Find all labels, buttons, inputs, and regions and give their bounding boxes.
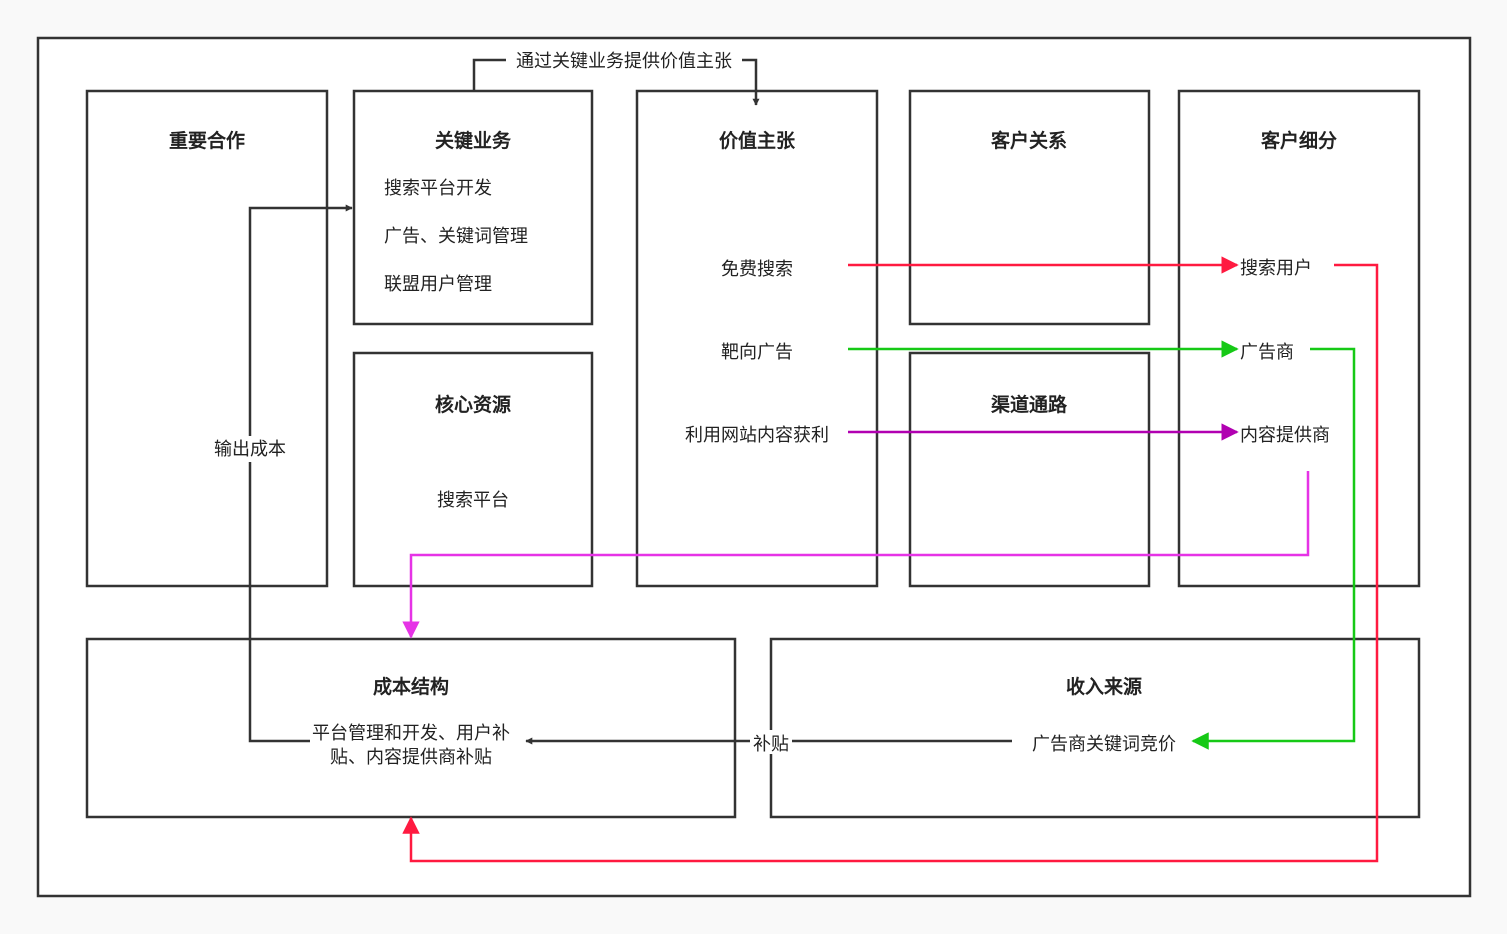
channels-title: 渠道通路 <box>991 393 1068 416</box>
value-propositions-title: 价值主张 <box>719 129 796 152</box>
block-customer-relationships: 客户关系 <box>908 89 1151 326</box>
revenue-streams-title: 收入来源 <box>1066 675 1142 698</box>
cost-item-line: 贴、内容提供商补贴 <box>330 747 492 768</box>
connector-content-providers-cost <box>402 471 1310 639</box>
output-cost-label-bg <box>208 436 292 462</box>
segment-item: 广告商 <box>1240 342 1294 363</box>
revenue-item: 广告商关键词竞价 <box>1032 734 1176 755</box>
block-value-propositions: 价值主张 免费搜索 靶向广告 利用网站内容获利 <box>635 89 879 588</box>
block-channels: 渠道通路 <box>908 351 1151 588</box>
key-activity-item: 联盟用户管理 <box>384 274 492 295</box>
top-label-bg <box>506 47 742 73</box>
customer-relationships-title: 客户关系 <box>991 129 1067 152</box>
block-revenue-streams: 收入来源 <box>769 637 1421 819</box>
cost-item-line: 平台管理和开发、用户补 <box>312 723 510 744</box>
value-item: 免费搜索 <box>721 259 793 280</box>
value-item: 靶向广告 <box>721 342 793 363</box>
connector-output-cost <box>248 204 353 743</box>
block-cost-structure: 成本结构 <box>85 637 737 819</box>
subsidy-label: 补贴 <box>753 734 789 755</box>
block-key-partners: 重要合作 <box>85 89 329 588</box>
key-partners-title: 重要合作 <box>169 129 245 152</box>
key-activities-title: 关键业务 <box>435 129 512 152</box>
block-key-activities: 关键业务 搜索平台开发 广告、关键词管理 联盟用户管理 <box>352 89 594 326</box>
customer-segments-title: 客户细分 <box>1261 129 1337 152</box>
connector-advertisers-revenue <box>1191 347 1356 750</box>
block-key-resources: 核心资源 搜索平台 <box>352 351 594 588</box>
connector-search-users-cost <box>402 263 1379 863</box>
segment-item: 搜索用户 <box>1240 258 1312 279</box>
key-resource-item: 搜索平台 <box>437 490 509 511</box>
output-cost-label: 输出成本 <box>214 439 286 460</box>
top-connector-label: 通过关键业务提供价值主张 <box>516 51 732 72</box>
key-activity-item: 广告、关键词管理 <box>384 226 528 247</box>
subsidy-label-bg <box>750 730 792 754</box>
key-resources-title: 核心资源 <box>435 393 511 416</box>
segment-item: 内容提供商 <box>1240 425 1330 446</box>
key-activity-item: 搜索平台开发 <box>384 178 492 199</box>
block-customer-segments: 客户细分 <box>1177 89 1421 588</box>
value-item: 利用网站内容获利 <box>685 425 829 446</box>
cost-structure-title: 成本结构 <box>373 675 449 698</box>
